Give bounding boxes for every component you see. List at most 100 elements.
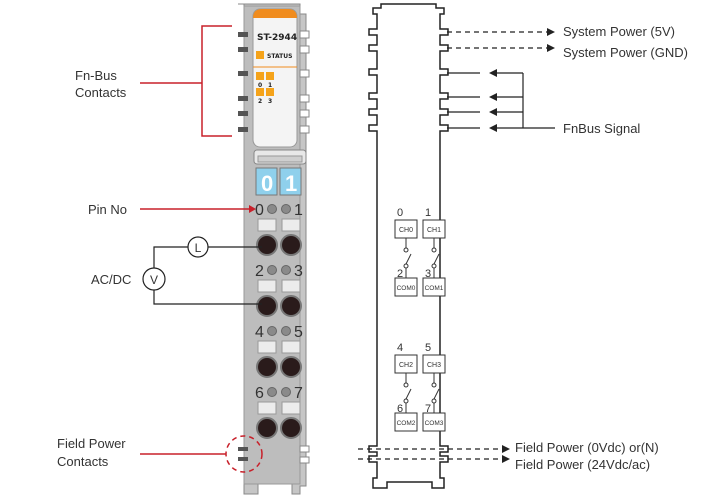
pin-number: 5 bbox=[294, 324, 303, 341]
indicator-1: 1 bbox=[285, 171, 297, 196]
channel-box-label: CH0 bbox=[399, 227, 413, 234]
switch-contact bbox=[403, 247, 409, 253]
field-power-highlight-circle bbox=[225, 435, 263, 473]
release-button[interactable] bbox=[281, 218, 301, 232]
switch-lever bbox=[405, 388, 412, 400]
wire-terminal[interactable] bbox=[256, 417, 278, 439]
release-hole bbox=[281, 326, 291, 336]
com-box bbox=[422, 277, 446, 297]
pin-no-label: Pin No bbox=[88, 202, 127, 217]
release-hole bbox=[281, 204, 291, 214]
release-button[interactable] bbox=[281, 340, 301, 354]
field-power-24v-label: Field Power (24Vdc/ac) bbox=[515, 457, 650, 472]
indicator-window-0 bbox=[255, 167, 278, 196]
led-0 bbox=[256, 72, 264, 80]
pin-no-arrowhead bbox=[249, 205, 256, 213]
com-box bbox=[422, 412, 446, 432]
switch-lever bbox=[433, 388, 440, 400]
panel-header bbox=[253, 9, 297, 18]
wire-terminal[interactable] bbox=[256, 356, 278, 378]
fnbus-signal-label: FnBus Signal bbox=[563, 121, 640, 136]
fnbus-label-line1: Fn-Bus bbox=[75, 68, 117, 83]
field-power-contact-1 bbox=[238, 447, 248, 451]
field-power-contact-2 bbox=[238, 457, 248, 461]
com-box bbox=[394, 412, 418, 432]
led-2 bbox=[256, 88, 264, 96]
channel-box-label: CH2 bbox=[399, 362, 413, 369]
voltage-source-symbol bbox=[142, 267, 166, 291]
acdc-label: AC/DC bbox=[91, 272, 131, 287]
release-button[interactable] bbox=[257, 340, 277, 354]
wire-terminal[interactable] bbox=[280, 356, 302, 378]
acdc-wiring bbox=[153, 246, 262, 305]
channel-pin-bottom: 3 bbox=[425, 268, 431, 280]
status-label: STATUS bbox=[267, 53, 292, 60]
fnbus-signal-lines bbox=[447, 72, 555, 129]
wire-terminal[interactable] bbox=[256, 295, 278, 317]
pin-number: 1 bbox=[294, 202, 303, 219]
field-power-0v-label: Field Power (0Vdc) or(N) bbox=[515, 440, 659, 455]
pin-number: 6 bbox=[255, 385, 264, 402]
system-power-lines bbox=[447, 31, 548, 49]
switch-contact bbox=[403, 263, 409, 269]
latch-slot bbox=[257, 155, 303, 163]
led-label-1: 1 bbox=[268, 82, 272, 89]
field-power-lines bbox=[358, 448, 503, 460]
schematic-outline bbox=[368, 3, 449, 489]
sys-power-5v-label: System Power (5V) bbox=[563, 24, 675, 39]
release-hole bbox=[281, 387, 291, 397]
field-power-24v-arrow bbox=[502, 455, 510, 463]
release-button[interactable] bbox=[257, 218, 277, 232]
switch-lever bbox=[433, 253, 440, 265]
fnbus-label-line2: Contacts bbox=[75, 85, 127, 100]
channel-pin-bottom: 6 bbox=[397, 403, 403, 415]
com-box-label: COM3 bbox=[425, 420, 444, 427]
release-hole bbox=[281, 265, 291, 275]
release-button[interactable] bbox=[257, 401, 277, 415]
fnbus-contacts bbox=[238, 32, 248, 132]
channel-pin-top: 1 bbox=[425, 207, 431, 219]
release-hole bbox=[267, 387, 277, 397]
wire-terminal[interactable] bbox=[280, 417, 302, 439]
com-box-label: COM1 bbox=[425, 285, 444, 292]
switch-contact bbox=[431, 263, 437, 269]
pin-number: 2 bbox=[255, 263, 264, 280]
led-1 bbox=[266, 72, 274, 80]
channel-pin-top: 4 bbox=[397, 342, 403, 354]
release-hole bbox=[267, 265, 277, 275]
wire-terminal[interactable] bbox=[280, 234, 302, 256]
fnbus-arrowheads bbox=[489, 69, 497, 132]
release-button[interactable] bbox=[281, 279, 301, 293]
wire-terminal[interactable] bbox=[256, 234, 278, 256]
load-symbol-label: L bbox=[195, 241, 202, 255]
release-button[interactable] bbox=[281, 401, 301, 415]
field-power-label-line2: Contacts bbox=[57, 454, 109, 469]
model-label: ST-2944 bbox=[257, 33, 297, 43]
channel-pin-bottom: 2 bbox=[397, 268, 403, 280]
load-symbol bbox=[187, 236, 209, 258]
indicator-0: 0 bbox=[261, 171, 273, 196]
switch-contact bbox=[431, 247, 437, 253]
release-button[interactable] bbox=[257, 279, 277, 293]
release-hole bbox=[267, 326, 277, 336]
fnbus-callout bbox=[140, 25, 232, 137]
sys-power-gnd-arrow bbox=[547, 44, 555, 52]
channel-pin-top: 0 bbox=[397, 207, 403, 219]
pin-number: 7 bbox=[294, 385, 303, 402]
switch-lever bbox=[405, 253, 412, 265]
wire-terminal[interactable] bbox=[280, 295, 302, 317]
release-hole bbox=[267, 204, 277, 214]
indicator-window-1 bbox=[279, 167, 302, 196]
voltage-source-label: V bbox=[150, 273, 158, 287]
led-label-3: 3 bbox=[268, 98, 272, 105]
